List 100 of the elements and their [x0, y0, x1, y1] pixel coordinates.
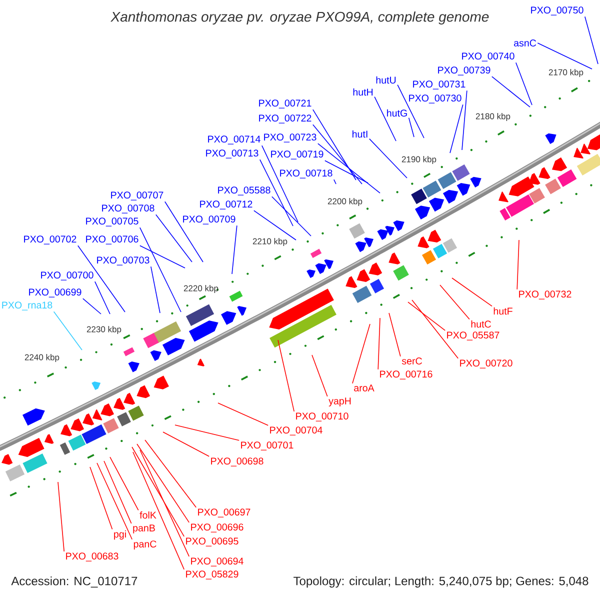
leader-line — [312, 109, 356, 180]
gene-label: PXO_rna18 — [2, 302, 52, 310]
gene-label: hutG — [387, 109, 407, 117]
leader-line — [278, 340, 294, 412]
gene-label: PXO_05588 — [218, 186, 270, 196]
leader-line — [218, 402, 268, 426]
leader-line — [272, 196, 312, 236]
leader-line — [378, 318, 380, 370]
gene-label: PXO_00699 — [29, 288, 82, 298]
leader-line — [136, 444, 190, 523]
scale-label: 2240 kbp — [24, 354, 60, 362]
gene-label: PXO_00710 — [296, 412, 348, 422]
gene-label: PXO_00732 — [519, 290, 572, 300]
leader-line — [144, 440, 196, 508]
leader-line — [140, 227, 182, 312]
gene-label: PXO_00714 — [208, 136, 260, 144]
gene-label: PXO_00740 — [462, 52, 514, 62]
leader-line — [462, 90, 468, 150]
gene-label: PXO_00704 — [270, 426, 322, 436]
gene-label: PXO_00694 — [191, 558, 244, 566]
gene-label: hutI — [352, 130, 368, 138]
leader-line — [312, 124, 362, 184]
gene-label: PXO_00739 — [438, 66, 490, 76]
leader-line — [94, 281, 110, 314]
leader-line — [412, 300, 458, 359]
gene-label: PXO_00723 — [264, 134, 316, 142]
gene-label: PXO_00705 — [86, 218, 138, 226]
gene-label: hutH — [353, 88, 373, 96]
leader-line — [397, 84, 424, 138]
leader-line — [132, 446, 184, 537]
scale-label: 2210 kbp — [252, 238, 288, 246]
leader-line — [408, 302, 446, 331]
leader-line — [58, 482, 64, 552]
gene-label: PXO_00709 — [183, 216, 236, 224]
gene-label: PXO_00719 — [271, 150, 324, 160]
gene-label: PXO_00722 — [259, 114, 312, 124]
leader-line — [312, 354, 328, 397]
leader-line — [78, 245, 126, 312]
leader-line — [584, 16, 598, 64]
leader-line — [440, 284, 470, 320]
gene-label: PXO_00702 — [24, 236, 76, 244]
leader-line — [324, 160, 368, 184]
gene-label: PXO_00701 — [241, 442, 294, 450]
gene-label: PXO_00713 — [206, 150, 258, 158]
leader-line — [110, 456, 139, 511]
leader-line — [492, 76, 530, 108]
gene-label: PXO_00696 — [191, 524, 244, 532]
gene-label: PXO_00707 — [111, 192, 164, 200]
leader-line — [318, 143, 380, 194]
gene-label: PXO_00731 — [413, 80, 466, 90]
gene-label: PXO_05587 — [447, 332, 500, 340]
leader-line — [132, 452, 184, 570]
gene-label: PXO_00700 — [41, 272, 94, 280]
leader-line — [260, 159, 294, 226]
leader-line — [140, 245, 186, 268]
leader-line — [516, 240, 520, 290]
gene-label: serC — [402, 358, 422, 364]
gene-label: PXO_00716 — [380, 370, 432, 380]
leader-line — [156, 214, 192, 262]
scale-label: 2180 kbp — [476, 113, 510, 121]
title: Xanthomonas oryzae pv. oryzae PXO99A, complete genome — [110, 11, 489, 25]
gene-label: panB — [133, 524, 155, 534]
scale-label: 2230 kbp — [86, 326, 122, 334]
gene-label: hutC — [471, 320, 491, 328]
gene-label: PXO_00750 — [531, 6, 584, 16]
gene-label: yapH — [328, 398, 351, 406]
gene-label: PXO_00721 — [259, 100, 312, 108]
gene-label: hutU — [376, 76, 396, 84]
scale-label: 2170 kbp — [548, 69, 584, 77]
leader-line — [140, 450, 190, 557]
gene-label: PXO_00720 — [460, 360, 512, 368]
gene-label: aroA — [354, 384, 374, 392]
gene-label: PXO_05829 — [186, 570, 238, 580]
scale-label: 2190 kbp — [402, 156, 436, 164]
leader-line — [450, 104, 464, 154]
leader-line — [408, 117, 414, 138]
leader-line — [164, 201, 204, 262]
leader-line — [334, 179, 336, 184]
leader-line — [452, 278, 492, 307]
leader-line — [174, 424, 240, 441]
leader-line — [53, 311, 82, 350]
gene-label: PXO_00730 — [409, 94, 462, 104]
leader-line — [82, 298, 102, 314]
leader-line — [162, 432, 210, 457]
leader-line — [352, 324, 370, 384]
gene-label: folK — [140, 511, 156, 519]
gene-label: PXO_00698 — [211, 458, 264, 466]
gene-label: PXO_00718 — [280, 170, 332, 178]
gene-label: asnC — [514, 40, 536, 46]
leader-line — [388, 312, 401, 357]
gene-label: PXO_00708 — [102, 204, 154, 214]
leader-line — [262, 145, 298, 222]
leader-line — [104, 460, 132, 524]
leader-line — [516, 62, 532, 106]
accession-text: Accession: NC_010717 — [11, 576, 138, 588]
leader-line — [537, 42, 592, 70]
leader-line — [254, 210, 296, 240]
gene-label: PXO_00706 — [86, 236, 138, 244]
leader-line — [96, 462, 132, 540]
leader-line — [90, 466, 113, 530]
